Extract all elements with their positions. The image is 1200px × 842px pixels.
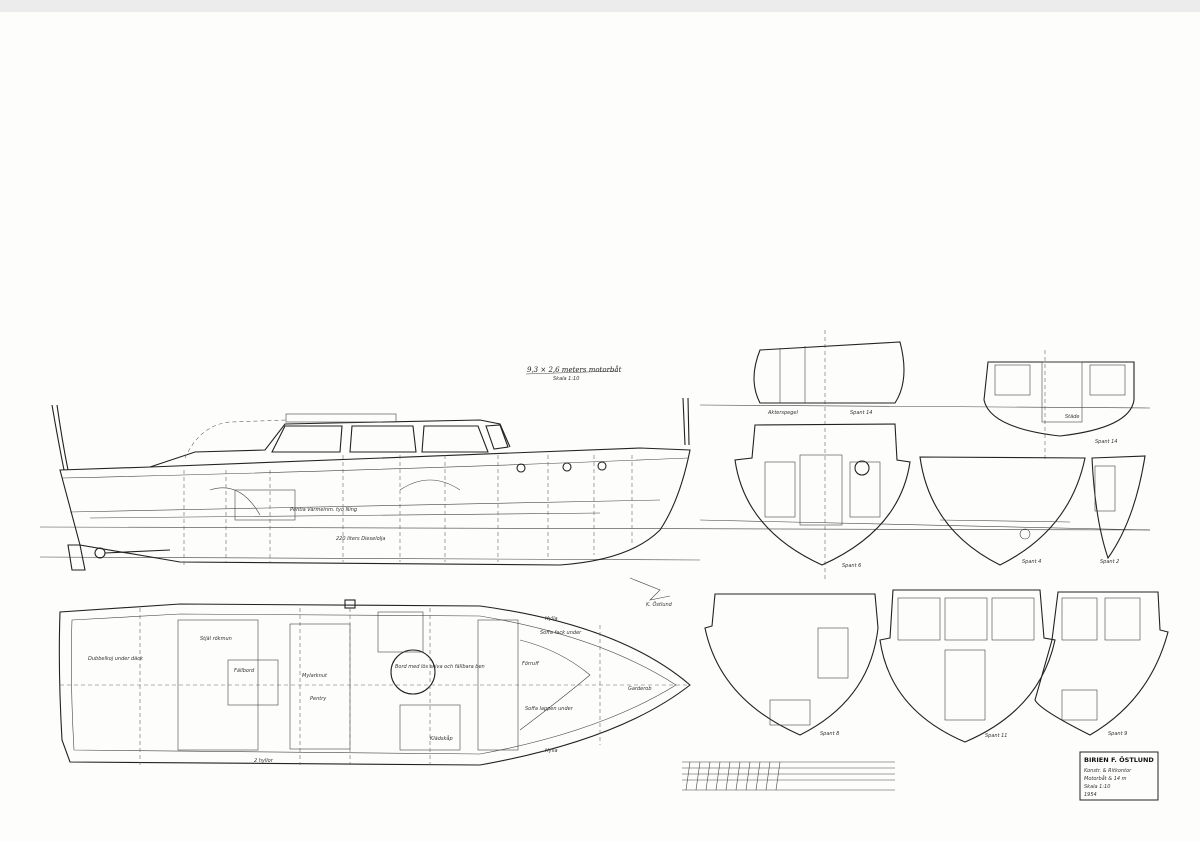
plan-label-soffa-bottom: Soffa lappen under <box>525 706 574 712</box>
svg-text:Akterspegel: Akterspegel <box>767 410 799 416</box>
plan-label-hylla-top: Hylla <box>545 616 558 622</box>
cabin-window-3 <box>421 425 489 453</box>
propeller <box>94 547 106 559</box>
plan-label-fallbord: Fällbord <box>234 668 255 674</box>
section-spant-14-upper: Städe Spant 14 <box>983 361 1135 445</box>
stamp-line-3: Skala 1:10 <box>1084 784 1110 790</box>
plan-label-klaesskap: Klädskåp <box>430 735 453 742</box>
section-spant-6: Spant 6 <box>734 423 911 569</box>
section-spant-4: Spant 4 <box>919 456 1086 566</box>
section-spant-8: Spant 8 <box>704 593 879 737</box>
svg-text:Spant 4: Spant 4 <box>1022 559 1041 565</box>
svg-text:Spant 6: Spant 6 <box>842 563 861 569</box>
porthole-1 <box>516 463 526 473</box>
porthole-2 <box>562 462 572 472</box>
section-spant-11: Spant 11 <box>879 589 1056 743</box>
plan-label-soffa-top: Soffa fack under <box>540 630 582 636</box>
cabin-window-1 <box>271 425 343 453</box>
stamp-company: BIRIEN F. ÖSTLUND <box>1084 755 1154 764</box>
section-spant-2: Spant 2 <box>1091 455 1146 565</box>
drawing-title: 9,3 × 2,6 meters motorbåt <box>527 365 622 374</box>
rudder <box>67 544 86 571</box>
svg-text:Spant 11: Spant 11 <box>985 733 1008 739</box>
plan-label-2hyllor: 2 hyllor <box>254 758 274 764</box>
svg-text:Spant 8: Spant 8 <box>820 731 839 737</box>
section-akterspegel: Akterspegel Spant 14 <box>753 341 905 416</box>
section-spant-9: Spant 9 <box>1034 591 1169 737</box>
plan-label-hylla-bottom: Hylla <box>545 748 558 754</box>
bow-flagpole <box>682 397 686 446</box>
stern-flagpole <box>51 404 65 471</box>
round-table <box>390 649 436 695</box>
svg-text:Städe: Städe <box>1065 414 1079 420</box>
plan-label-locker: Stjäl rökmun <box>200 636 232 642</box>
side-profile-view: Pentia Värmeinm. tyo Ning 220 liters Die… <box>39 397 1151 571</box>
plan-label-mylar: Mylarknut <box>302 673 328 679</box>
stamp-line-2: Motorbåt & 14 m <box>1084 775 1127 782</box>
plan-label-bord: Bord med lös skiva och fällbara ben <box>395 664 485 670</box>
stamp-line-4: 1954 <box>1084 792 1097 798</box>
cabin-window-4 <box>485 424 509 450</box>
maker-stamp: BIRIEN F. ÖSTLUND Konstr. & Ritkontor Mo… <box>1079 751 1159 801</box>
svg-text:Spant 9: Spant 9 <box>1108 731 1127 737</box>
profile-waterline <box>39 526 1151 531</box>
drawing-scale: Skala 1:10 <box>553 376 579 382</box>
plan-label-garderob: Garderob <box>628 686 652 692</box>
profile-cabin <box>149 419 511 468</box>
stamp-line-1: Konstr. & Ritkontor <box>1084 768 1132 774</box>
deck-plan-hull <box>58 603 691 766</box>
porthole-3 <box>597 461 607 471</box>
plan-label-double-berth: Dubbelkoj under däck <box>88 656 144 662</box>
drawing-signature: K. Östlund <box>646 601 673 608</box>
svg-text:Spant 14: Spant 14 <box>850 410 873 416</box>
svg-text:Spant 2: Spant 2 <box>1100 559 1119 565</box>
deck-plan-view: Dubbelkoj under däck Stjäl rökmun Fällbo… <box>58 599 691 766</box>
signature-area: K. Östlund <box>629 577 673 608</box>
drawing-title-block: 9,3 × 2,6 meters motorbåt Skala 1:10 <box>525 365 622 382</box>
steering-wheel <box>854 460 870 476</box>
plan-label-forruff: Förruff <box>522 661 540 667</box>
scale-bar <box>682 761 895 791</box>
cabin-window-2 <box>349 425 417 453</box>
cross-sections: Akterspegel Spant 14 Städe Spant 14 Span… <box>699 330 1169 743</box>
svg-text:Spant 14: Spant 14 <box>1095 439 1118 445</box>
scan-edge-band <box>0 0 1200 12</box>
profile-hull <box>59 447 691 566</box>
profile-label-heater: Pentia Värmeinm. tyo Ning <box>290 507 357 513</box>
plan-label-pentry: Pentry <box>310 696 327 702</box>
profile-label-fuel: 220 liters Dieselolja <box>336 536 386 542</box>
